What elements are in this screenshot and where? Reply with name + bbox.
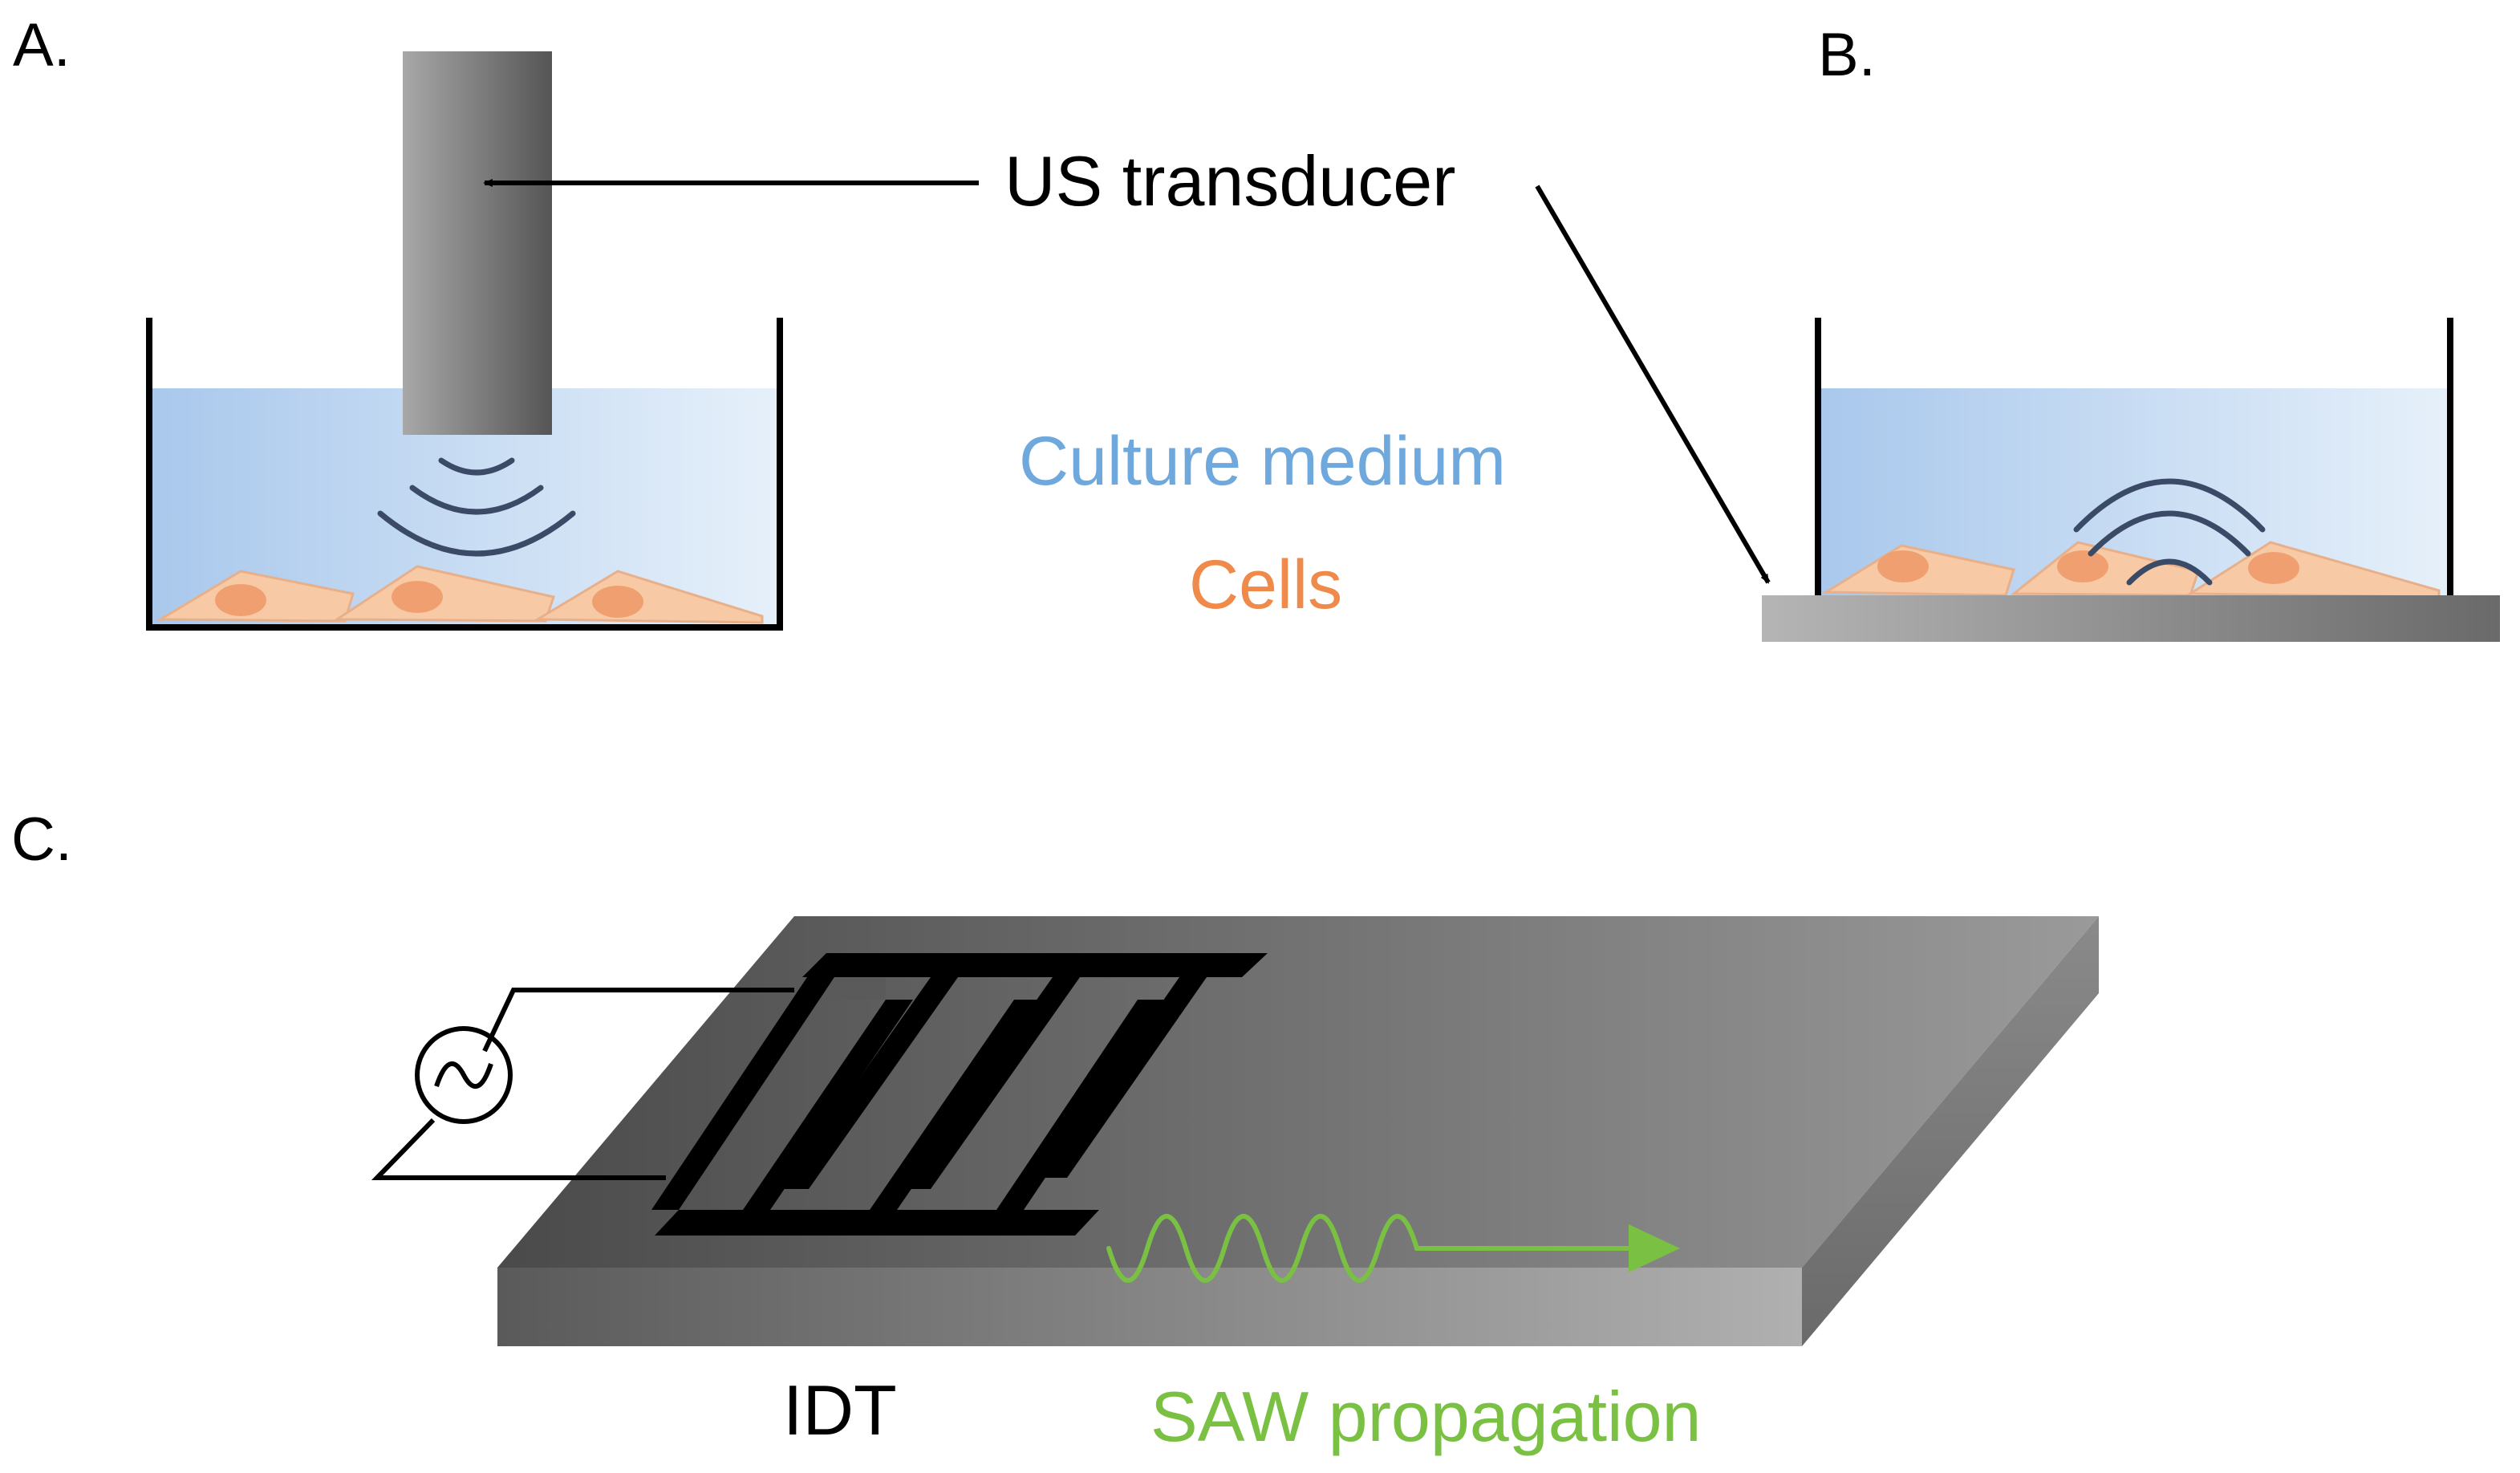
cell-nuclei-a: [215, 581, 643, 618]
cell-nucleus: [2248, 552, 2299, 584]
wire-top: [482, 988, 794, 1053]
idt-finger: [870, 1000, 1041, 1210]
culture-dish-a: [146, 318, 783, 631]
saw-wave-path: [1106, 1214, 1636, 1283]
substrate-front: [497, 1268, 1802, 1346]
culture-medium-label: Culture medium: [1019, 423, 1506, 500]
wave-arc: [409, 485, 544, 515]
cell-nucleus: [1877, 550, 1929, 582]
cell: [333, 565, 555, 623]
transducer-pointer-b: [1535, 185, 1771, 584]
saw-arrow-head: [1629, 1224, 1680, 1272]
idt-finger: [781, 977, 958, 1189]
us-transducer-plate-b: [1762, 595, 2500, 642]
idt-bus-bar-bottom: [655, 1210, 1099, 1236]
wave-arc: [2073, 478, 2266, 533]
cells-label: Cells: [1189, 546, 1342, 623]
cell-nucleus: [2057, 550, 2108, 582]
idt-finger: [651, 977, 834, 1210]
saw-propagation-label: SAW propagation: [1150, 1377, 1701, 1456]
idt-electrodes: [651, 953, 1268, 1236]
idt-gap: [820, 977, 886, 1000]
panel-a-label: A.: [13, 11, 71, 79]
wave-arc: [2126, 558, 2213, 586]
idt-finger: [1040, 977, 1207, 1178]
cell-nuclei-b: [1877, 550, 2299, 584]
panel-c: C.: [11, 805, 2099, 1456]
us-transducer-label: US transducer: [1004, 141, 1455, 221]
cell-nucleus: [215, 584, 266, 616]
wave-arc: [2088, 510, 2251, 557]
idt-label: IDT: [783, 1370, 897, 1450]
panel-b: B.: [1535, 21, 2500, 642]
idt-finger: [903, 977, 1080, 1189]
wave-arc: [377, 510, 576, 557]
idt-finger: [996, 1000, 1165, 1210]
idt-circuit: [371, 988, 794, 1180]
cell: [533, 570, 764, 624]
idt-bus-bar-top: [802, 953, 1268, 977]
wire-bottom: [371, 1118, 666, 1180]
cell-nucleus: [392, 581, 443, 613]
saw-wave: [1106, 1214, 1636, 1283]
idt-finger: [743, 1000, 913, 1210]
sine-symbol: [434, 1061, 493, 1090]
panel-b-label: B.: [1818, 21, 1876, 89]
ultrasound-waves-a: [377, 457, 576, 557]
cell-nucleus: [592, 586, 643, 618]
ac-source-icon: [415, 1026, 513, 1124]
panel-a: A.: [13, 11, 979, 631]
ultrasound-waves-b: [2073, 478, 2266, 586]
panel-c-label: C.: [11, 805, 72, 874]
wave-arc: [438, 457, 515, 476]
us-transducer-a: [403, 51, 552, 435]
substrate-side: [1802, 916, 2099, 1346]
